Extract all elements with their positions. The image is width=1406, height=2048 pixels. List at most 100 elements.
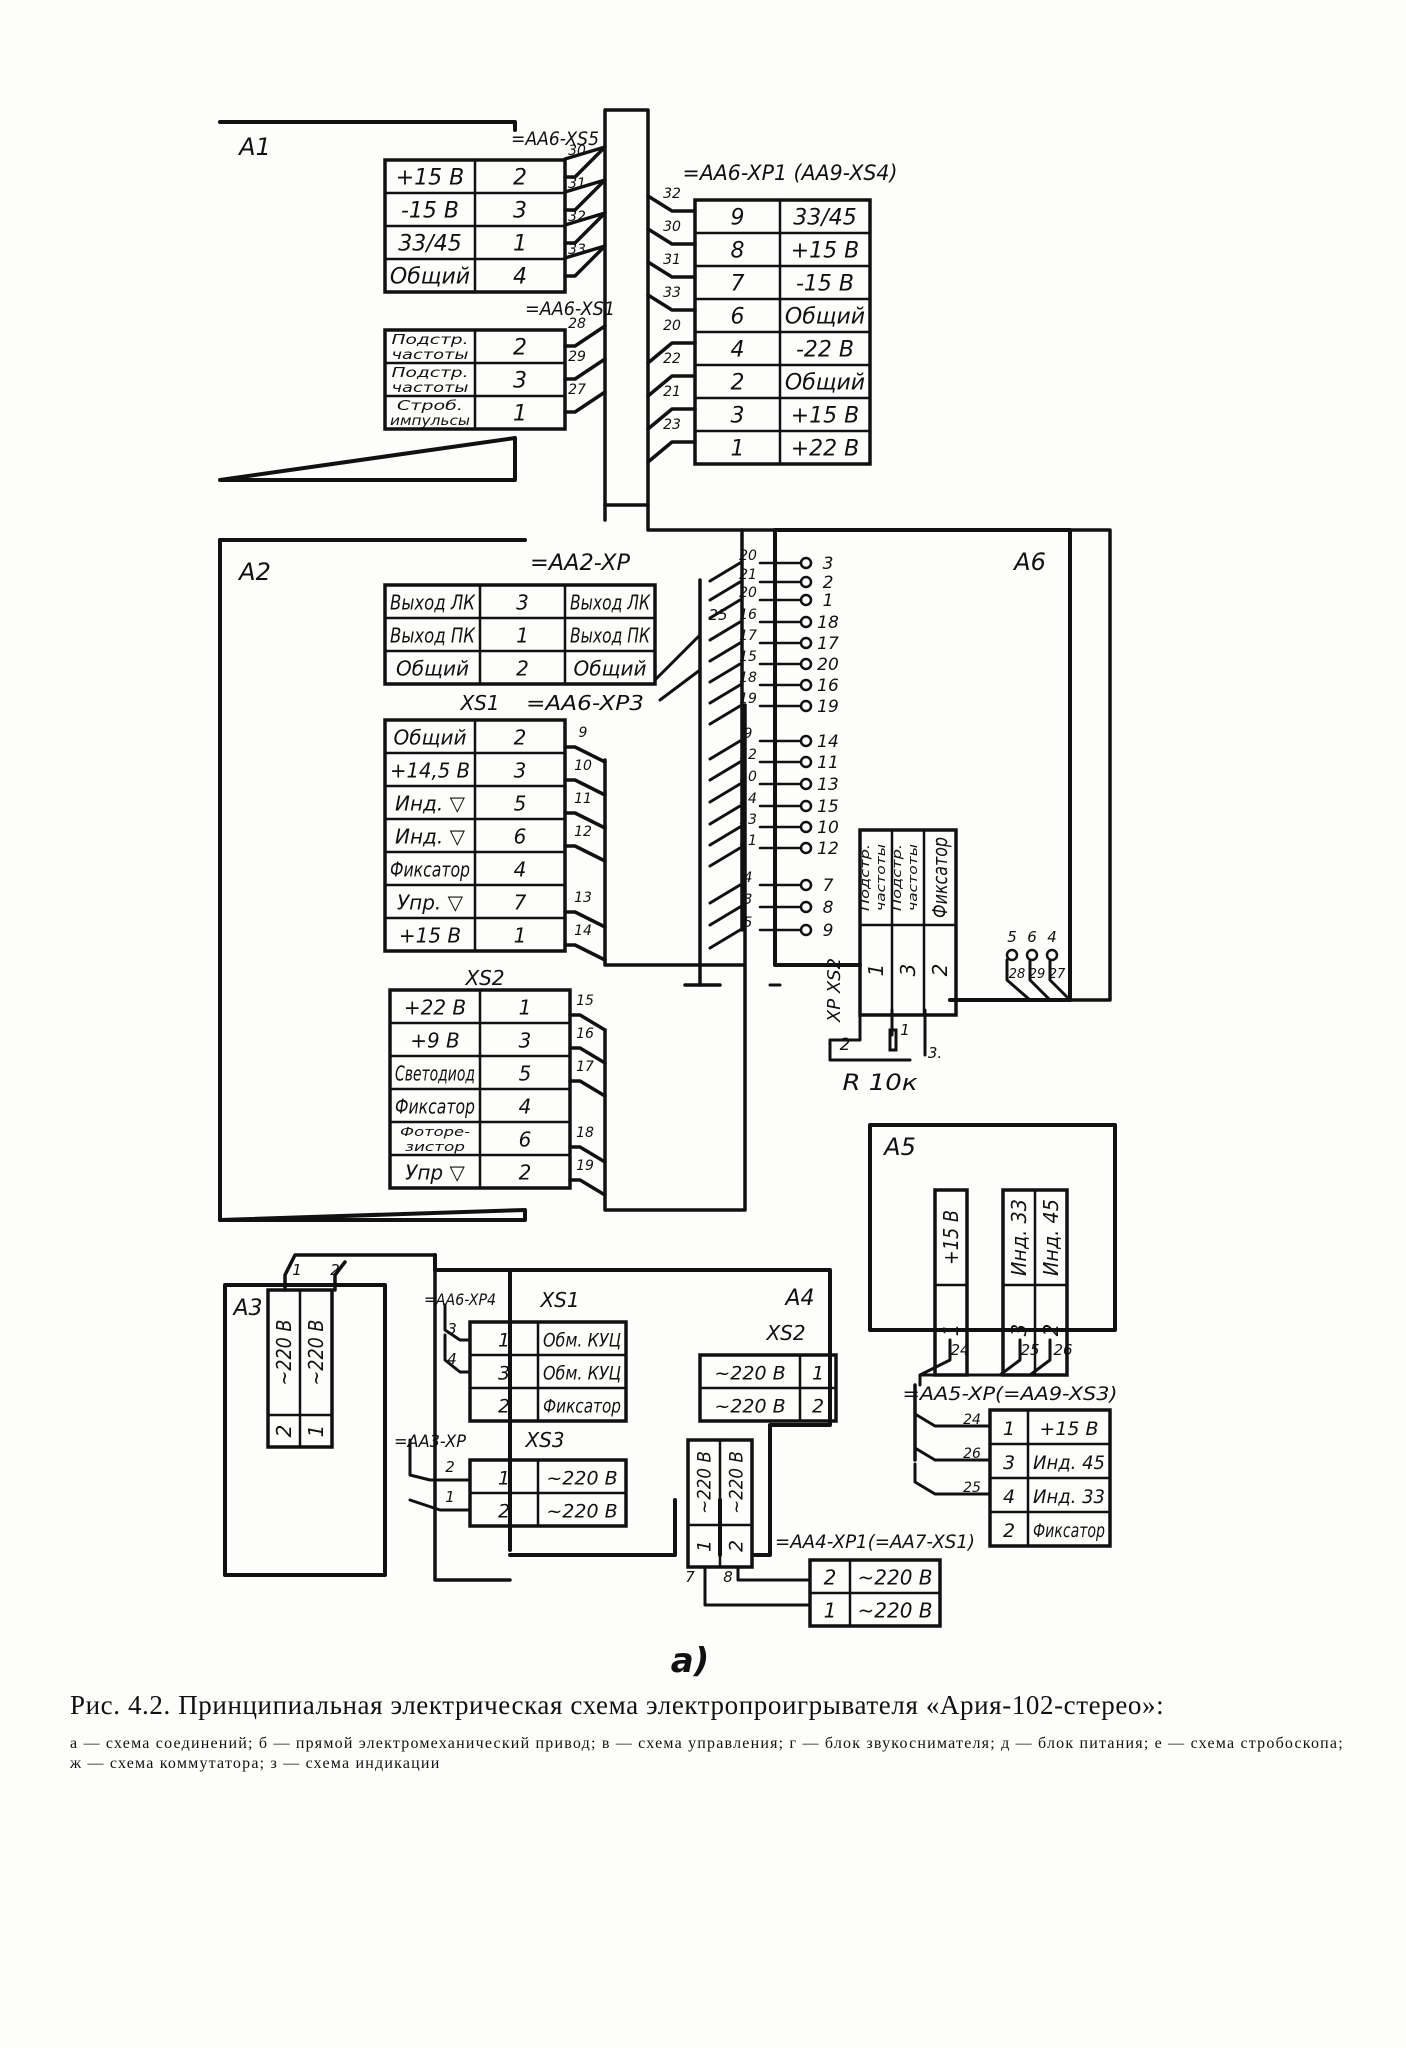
table-a2-xs1-cell: 1	[514, 923, 527, 947]
block-a4-label: A4	[783, 1286, 814, 1311]
block-a3-label: A3	[231, 1296, 262, 1321]
table-a1-xs1-cell: 1	[513, 401, 527, 426]
connector-aa6-xp3-label: =AA6-XP3	[526, 691, 644, 715]
resistor-pin-3: 3.	[928, 1044, 942, 1062]
table-aa5-xp-cell: 4	[1003, 1486, 1015, 1508]
wire-a2-xs2	[568, 1079, 607, 1098]
table-a4-xs1-cell: 2	[498, 1395, 510, 1417]
wire-label-aa3-xp: 1	[445, 1488, 455, 1506]
wire-a2-xs1-trunk	[603, 758, 747, 967]
wire-label-xp1-bottom: 21	[663, 384, 681, 400]
table-a5-15v-text: +15 В	[939, 1210, 963, 1265]
wire-xp1-top	[646, 260, 697, 279]
wire-xs1a1	[563, 390, 607, 414]
a6-terminal-pin: 15	[817, 797, 839, 817]
table-a2-xs1-cell: 4	[514, 857, 527, 881]
table-a2-xs2-cell: 4	[519, 1094, 532, 1118]
table-a5-ind-pin: 2	[1039, 1324, 1063, 1337]
a6-terminal	[799, 575, 813, 589]
wire-label-xp1-top: 32	[663, 186, 681, 202]
a6-terminal-pin: 18	[817, 613, 839, 633]
table-a4-bottom-text: ~220 В	[726, 1451, 748, 1514]
table-a4-xs1-cell: Обм. КУЦ	[543, 1329, 621, 1351]
wire-a2-xs2	[568, 1013, 607, 1032]
table-a4-xs3-cell: 2	[498, 1500, 510, 1522]
table-xp-xs2-pin: 3	[896, 964, 920, 977]
wire-label-aa5-xp: 25	[963, 1480, 981, 1496]
a6-small-pin-label: 4	[1047, 928, 1057, 946]
a6-terminal-lead	[708, 739, 742, 761]
bus-right-a6	[646, 503, 1112, 1002]
wire-a2-xs1	[563, 811, 607, 830]
a6-terminal-lead	[708, 928, 742, 950]
table-a4-xs2-cell: 2	[812, 1395, 824, 1417]
table-a1-xs1-cell: Подстр.	[392, 365, 469, 381]
a6-terminal-pin: 8	[823, 898, 834, 918]
a6-terminal	[799, 556, 813, 570]
table-a1-xs1-cell: Подстр.	[392, 332, 469, 348]
a6-small-pin-leads	[1005, 958, 1072, 1002]
a6-terminal	[799, 636, 813, 650]
resistor-pin-2: 2	[840, 1035, 851, 1055]
table-a2-xp-cell: Общий	[396, 656, 469, 680]
wire-a2-xs2	[568, 1178, 607, 1197]
wire-xs5	[563, 244, 607, 278]
wire-xs1a1	[563, 357, 607, 381]
a6-terminal	[799, 593, 813, 607]
table-xp1-cell: -22 В	[796, 337, 854, 362]
a6-terminal-lead	[708, 905, 742, 927]
wire-label-xs5: 31	[568, 176, 586, 192]
resistor-label: R 10к	[843, 1071, 919, 1096]
table-a2-xp-cell: 1	[516, 623, 529, 647]
a6-terminal-lead	[708, 883, 742, 905]
table-a2-xs2-cell: 6	[519, 1127, 532, 1151]
a6-terminal-pin: 10	[817, 818, 839, 838]
connector-a2-xs2-label: XS2	[464, 966, 504, 990]
wire-aa5-xp	[913, 1462, 992, 1496]
connector-aa5-xp-label: =AA5-XP(=AA9-XS3)	[903, 1383, 1118, 1405]
wire-a2-xs1	[563, 844, 607, 863]
table-a4-xs1-cell: Фиксатор	[543, 1395, 621, 1417]
table-xp1-cell: 33/45	[793, 205, 856, 230]
connector-a2-xs1-label: XS1	[459, 691, 499, 715]
wire-xp1-bottom	[646, 440, 697, 464]
a6-terminal-lead	[708, 662, 742, 684]
wire-label-a2-xs1: 13	[574, 890, 592, 906]
connector-aa2-xp-label: =AA2-XP	[530, 551, 631, 576]
a6-terminal	[799, 755, 813, 769]
a6-terminal-pin: 19	[817, 697, 839, 717]
a6-terminal-lead	[708, 598, 742, 620]
a6-small-pin	[1005, 948, 1019, 962]
block-a5-label: A5	[882, 1133, 916, 1161]
a6-terminal-pin: 7	[823, 876, 834, 896]
table-a1-xs5-cell: 4	[513, 264, 527, 289]
block-a1-label: A1	[237, 133, 271, 161]
a6-terminal	[799, 615, 813, 629]
table-a2-xs2-cell: 1	[519, 995, 532, 1019]
table-a1-xs1-cell: 2	[513, 335, 527, 360]
wire-xs5	[563, 178, 607, 212]
a6-terminal	[799, 923, 813, 937]
wire-label-a5: 24	[950, 1341, 969, 1359]
wire-label-xs5: 30	[568, 143, 586, 159]
table-a2-xs2-cell: 2	[519, 1160, 532, 1184]
table-a2-xp-cell: Выход ПК	[390, 623, 476, 647]
wire-label-a2-xs1: 11	[574, 791, 592, 807]
table-a4-xs2-cell: 1	[812, 1362, 824, 1384]
table-xp1-cell: 6	[731, 304, 745, 329]
a6-terminal-pin: 17	[817, 634, 839, 654]
table-a4-xs1-cell: 1	[498, 1329, 510, 1351]
wire-a2-xs2	[568, 1046, 607, 1065]
wire-label-a2-xs1: 12	[574, 824, 592, 840]
a6-terminal-pin: 3	[823, 554, 834, 574]
wire-a2-xs1	[563, 943, 607, 962]
wire-xp1-top	[646, 293, 697, 312]
table-a2-xs1-cell: Инд. ▽	[395, 824, 466, 848]
a6-terminal-pin: 9	[823, 921, 834, 941]
block-a2-label: A2	[237, 558, 271, 586]
table-a2-xs1-cell: 3	[514, 758, 527, 782]
block-a6-border	[773, 528, 1072, 1002]
a6-terminal-pin: 11	[817, 753, 839, 773]
a6-terminal-wire-label: 4	[744, 870, 753, 886]
